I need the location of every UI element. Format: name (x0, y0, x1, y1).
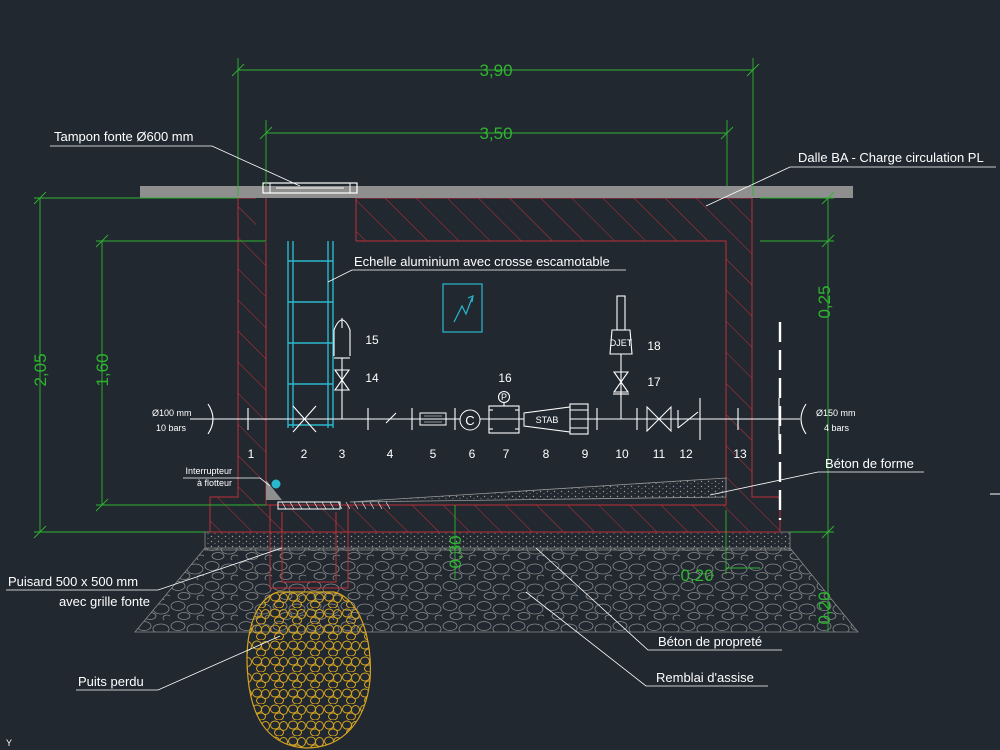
control-box (442, 283, 483, 333)
item-number: 8 (543, 447, 550, 461)
beton-proprete-layer (204, 531, 791, 551)
dim-outer-width: 3,90 (479, 61, 512, 80)
label-puits: Puits perdu (78, 674, 144, 689)
access-opening (256, 192, 356, 242)
item-number: 6 (469, 447, 476, 461)
pipe-flanges (247, 398, 780, 440)
float-switch-body (266, 480, 282, 500)
label-beton-proprete: Béton de propreté (658, 634, 762, 649)
pressure-gauge-symbol: P (501, 392, 507, 402)
echelle-ladder (287, 241, 334, 428)
item-number: 18 (647, 339, 661, 353)
check-valve-6: C (459, 409, 481, 431)
label-beton-forme: Béton de forme (825, 456, 914, 471)
item-number: 13 (733, 447, 747, 461)
dalle-slab (140, 186, 853, 198)
branch-3 (333, 318, 351, 419)
dim-inner-height: 1,60 (93, 353, 112, 386)
remblai-layer (134, 547, 859, 633)
dim-floor-thickness: 0,30 (446, 535, 465, 568)
item-number: 3 (339, 447, 346, 461)
check-valve-12 (677, 410, 699, 429)
item-number: 5 (430, 447, 437, 461)
item-number: 10 (615, 447, 629, 461)
dimension-lines (33, 58, 835, 632)
item-number: 15 (365, 333, 379, 347)
item-numbers: 1 2 3 4 5 6 7 8 9 10 11 12 13 14 15 16 1… (248, 333, 747, 461)
meter-5 (419, 412, 447, 426)
gate-valve-11 (646, 405, 672, 433)
stab-label: STAB (536, 415, 559, 425)
beton-forme-slope (349, 477, 727, 503)
label-echelle: Echelle aluminium avec crosse escamotabl… (354, 254, 610, 269)
label-puisard-1: Puisard 500 x 500 mm (8, 574, 138, 589)
item-number: 1 (248, 447, 255, 461)
item-number: 7 (503, 447, 510, 461)
dim-wall-thickness: 0,20 (680, 566, 713, 585)
stabilizer-8: STAB (523, 406, 571, 433)
dim-inner-width: 3,50 (479, 124, 512, 143)
coupling-9 (569, 403, 589, 435)
leader-lines (6, 145, 996, 691)
djet-label: DJET (610, 338, 633, 348)
tampon-fonte (262, 182, 358, 194)
item-number: 12 (679, 447, 693, 461)
label-puisard-2: avec grille fonte (59, 594, 150, 609)
item-number: 14 (365, 371, 379, 385)
puits-perdu (246, 591, 372, 749)
label-inlet-pressure: 10 bars (156, 423, 187, 433)
label-remblai: Remblai d'assise (656, 670, 754, 685)
item-number: 9 (582, 447, 589, 461)
filter-7 (488, 390, 520, 434)
item-number: 4 (387, 447, 394, 461)
ucs-axis-glyph: Y (6, 738, 12, 748)
outlet-cap (800, 403, 807, 435)
label-outlet-pressure: 4 bars (824, 423, 850, 433)
dim-base-thickness: 0,20 (815, 591, 834, 624)
gate-valve-2 (292, 405, 317, 433)
item-number: 2 (301, 447, 308, 461)
float-switch-icon (271, 479, 281, 489)
item-number: 17 (647, 375, 661, 389)
item-number: 11 (653, 447, 666, 461)
branch-10 (609, 295, 633, 419)
check-valve-symbol: C (465, 413, 474, 428)
dim-outer-height: 2,05 (31, 353, 50, 386)
label-inlet-diam: Ø100 mm (152, 408, 192, 418)
label-interrupteur-2: à flotteur (197, 478, 232, 488)
puisard-shaft (269, 505, 349, 589)
fitting-4 (385, 412, 397, 424)
label-dalle: Dalle BA - Charge circulation PL (798, 150, 984, 165)
item-number: 16 (498, 371, 512, 385)
label-outlet-diam: Ø150 mm (816, 408, 856, 418)
inlet-cap (207, 403, 214, 435)
dim-slab-thickness: 0,25 (815, 285, 834, 318)
label-tampon: Tampon fonte Ø600 mm (54, 129, 193, 144)
label-interrupteur-1: Interrupteur (185, 466, 232, 476)
